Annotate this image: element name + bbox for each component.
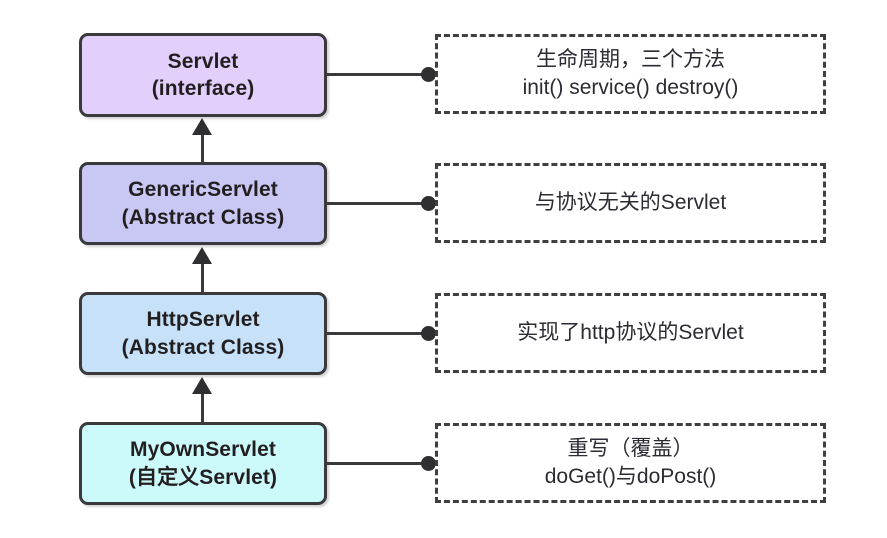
- note-connector-generic-servlet: [327, 202, 430, 205]
- note-connector-dot-generic-servlet: [421, 196, 436, 211]
- class-box-my-own-servlet-kind: (自定义Servlet): [128, 465, 278, 489]
- note-box-generic-servlet[interactable]: 与协议无关的Servlet: [435, 163, 826, 243]
- class-box-servlet-kind: (interface): [151, 77, 255, 100]
- class-box-http-servlet-name: HttpServlet: [146, 308, 260, 332]
- inheritance-arrowhead-myown-to-http: [192, 377, 212, 394]
- note-connector-dot-my-own-servlet: [421, 456, 436, 471]
- note-box-generic-servlet-line1: 与协议无关的Servlet: [534, 191, 727, 215]
- note-box-servlet[interactable]: 生命周期，三个方法 init() service() destroy(): [435, 34, 826, 114]
- inheritance-line-myown-to-http: [201, 393, 204, 423]
- class-box-my-own-servlet[interactable]: MyOwnServlet (自定义Servlet): [79, 422, 327, 505]
- note-box-servlet-line1: 生命周期，三个方法: [536, 48, 725, 72]
- note-box-my-own-servlet[interactable]: 重写（覆盖） doGet()与doPost(): [435, 423, 826, 503]
- note-connector-http-servlet: [327, 332, 430, 335]
- note-box-http-servlet[interactable]: 实现了http协议的Servlet: [435, 293, 826, 373]
- inheritance-line-http-to-generic: [201, 263, 204, 293]
- note-box-my-own-servlet-line2: doGet()与doPost(): [544, 465, 717, 488]
- note-connector-servlet: [327, 73, 430, 76]
- inheritance-line-generic-to-servlet: [201, 134, 204, 163]
- class-box-http-servlet[interactable]: HttpServlet (Abstract Class): [79, 292, 327, 375]
- class-box-generic-servlet-kind: (Abstract Class): [121, 205, 285, 229]
- class-box-servlet[interactable]: Servlet (interface): [79, 33, 327, 117]
- note-box-servlet-line2: init() service() destroy(): [522, 76, 739, 99]
- note-connector-dot-http-servlet: [421, 326, 436, 341]
- inheritance-arrowhead-generic-to-servlet: [192, 118, 212, 135]
- inheritance-arrowhead-http-to-generic: [192, 247, 212, 264]
- class-box-servlet-name: Servlet: [167, 49, 239, 73]
- class-box-generic-servlet-name: GenericServlet: [128, 178, 278, 202]
- note-connector-dot-servlet: [421, 67, 436, 82]
- note-box-http-servlet-line1: 实现了http协议的Servlet: [517, 321, 744, 345]
- note-box-my-own-servlet-line1: 重写（覆盖）: [567, 437, 694, 461]
- note-connector-my-own-servlet: [327, 462, 430, 465]
- class-box-http-servlet-kind: (Abstract Class): [121, 335, 285, 359]
- class-box-my-own-servlet-name: MyOwnServlet: [130, 438, 276, 462]
- class-box-generic-servlet[interactable]: GenericServlet (Abstract Class): [79, 162, 327, 245]
